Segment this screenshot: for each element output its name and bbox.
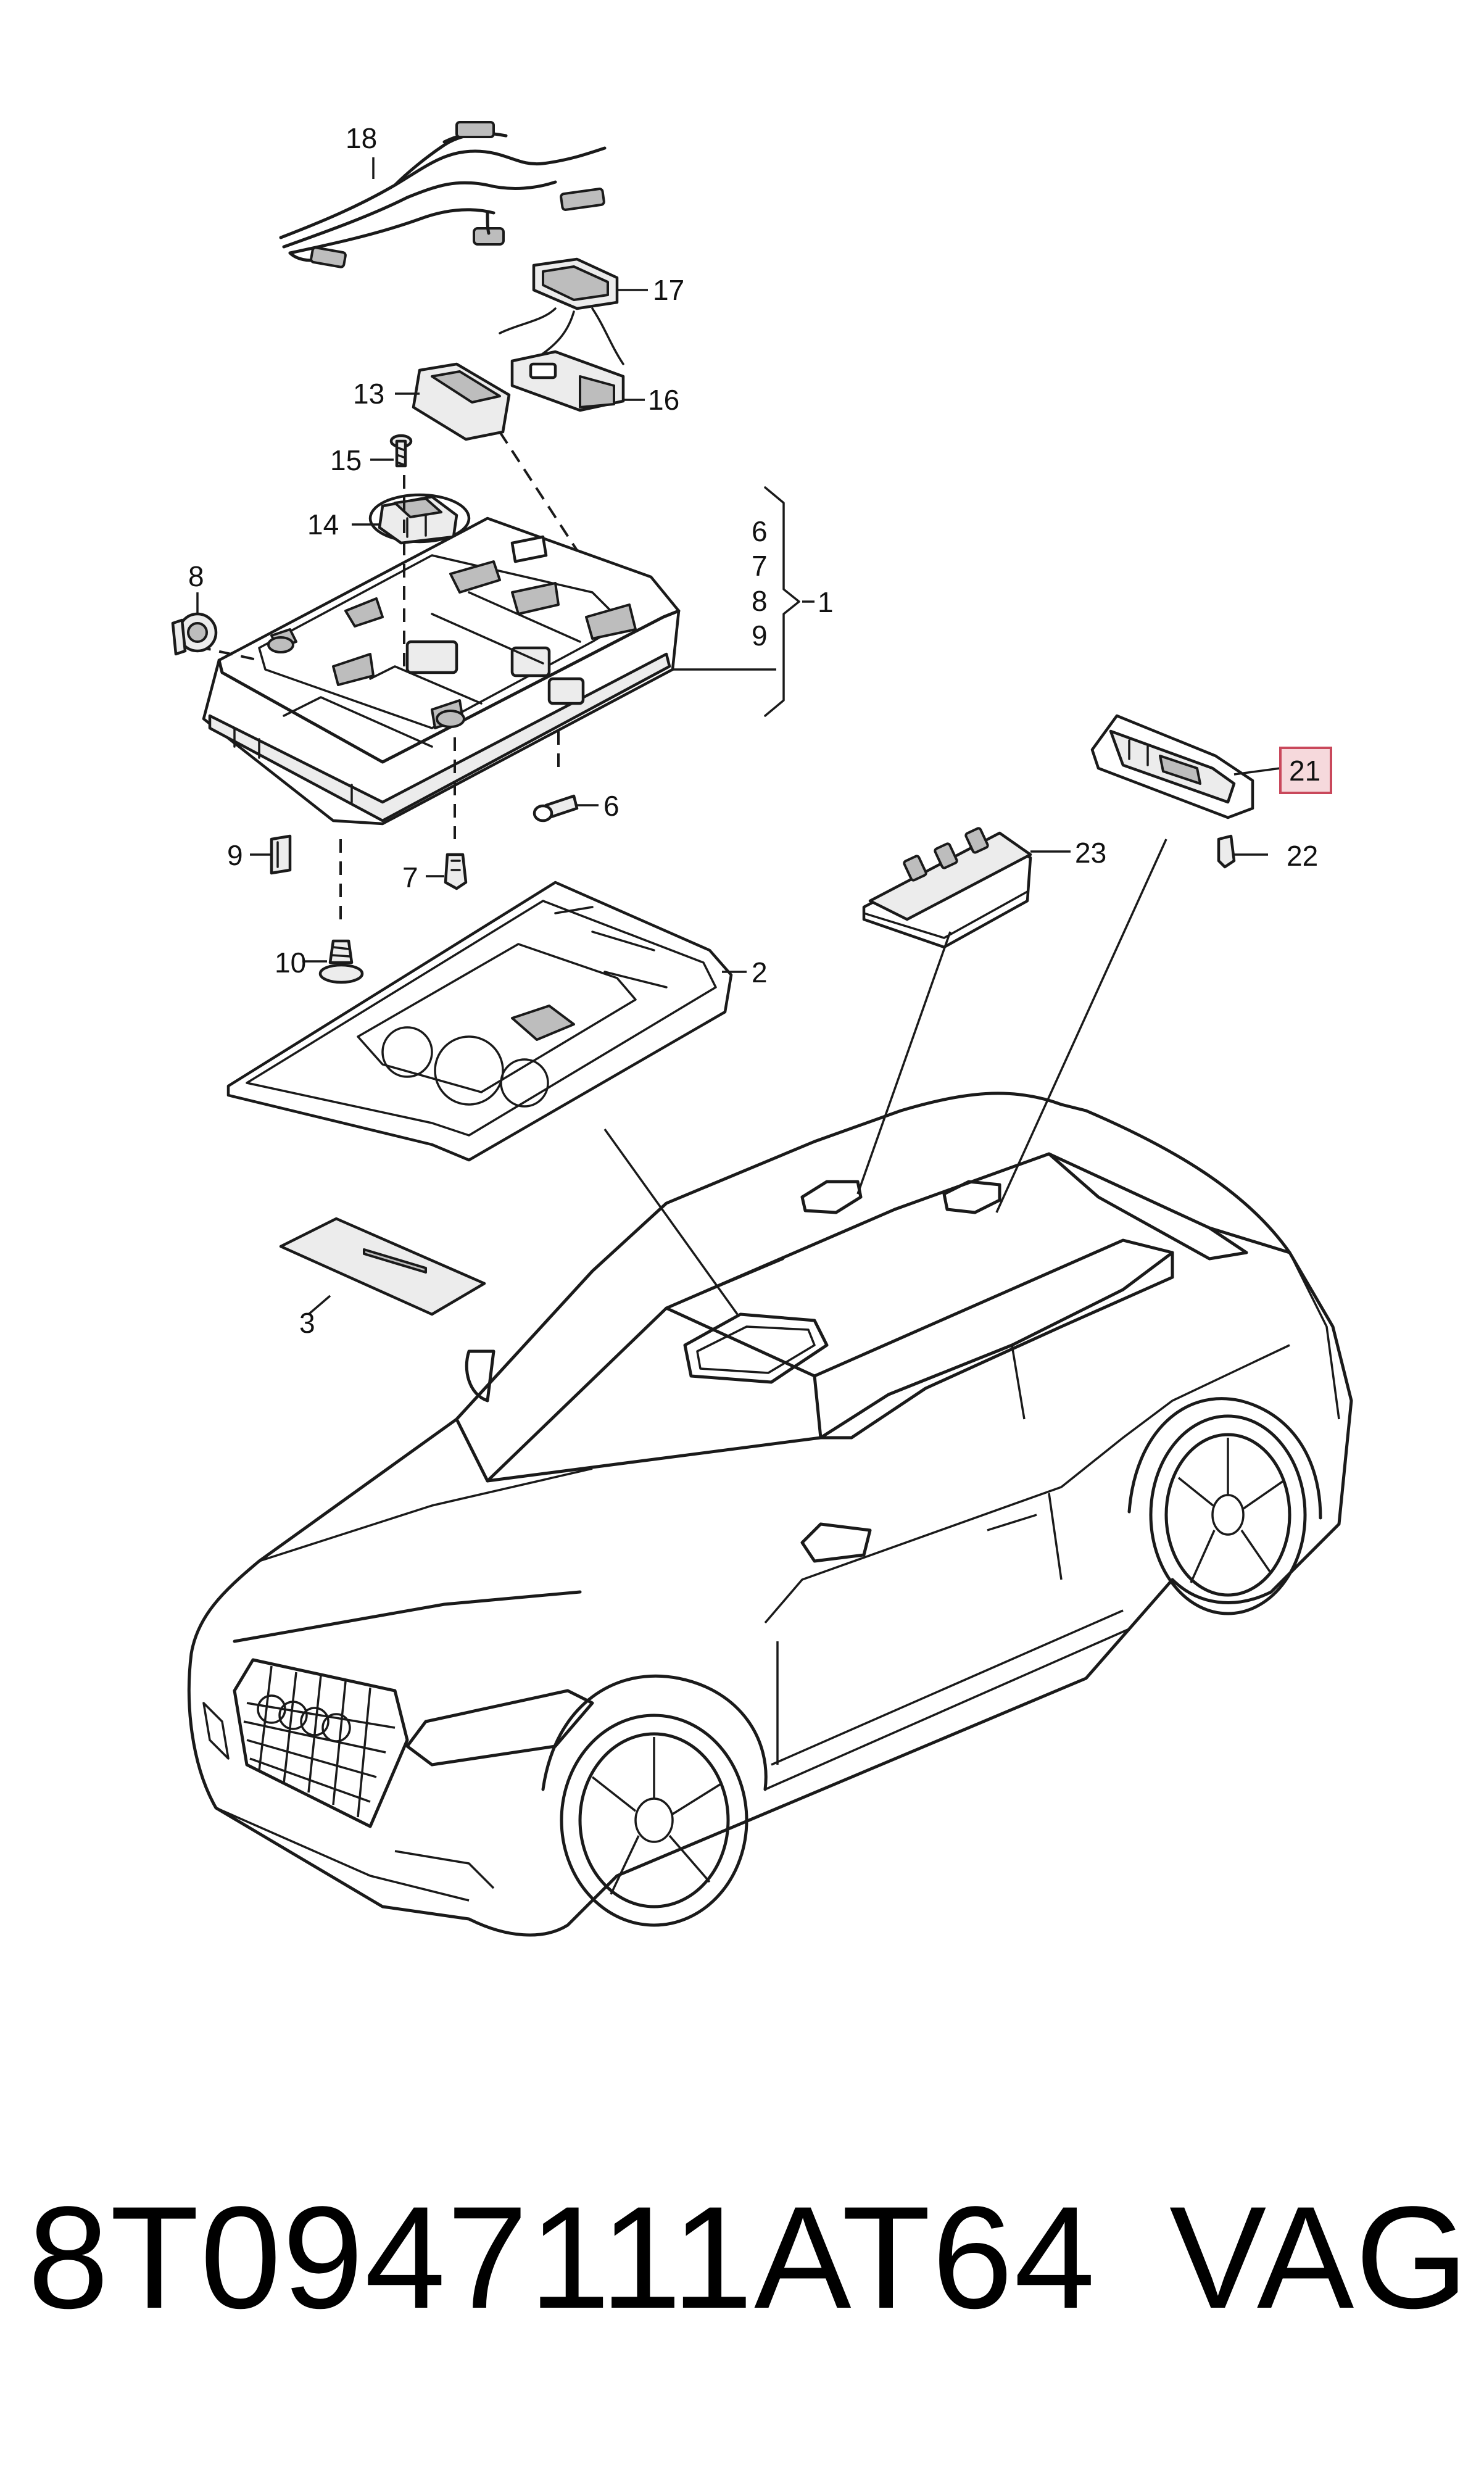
bulb-22 <box>1217 834 1268 869</box>
switch-module-17 <box>499 257 648 365</box>
interior-light-21 <box>1090 714 1281 819</box>
callout-1: 1 <box>818 586 834 618</box>
callout-2: 2 <box>752 956 768 988</box>
callout-17: 17 <box>653 274 684 306</box>
callout-3: 3 <box>299 1307 315 1339</box>
brand-label: VAG <box>1169 2176 1470 2339</box>
callout-9-group: 9 <box>752 620 768 652</box>
wiring-harness-18 <box>279 121 607 268</box>
leader-23-to-car <box>856 931 951 1195</box>
group-bracket-1 <box>673 486 815 717</box>
bulb-6 <box>533 794 599 823</box>
callout-15: 15 <box>330 444 362 476</box>
callout-7-group: 7 <box>752 550 768 582</box>
callout-9: 9 <box>227 839 243 871</box>
headliner-trim-2 <box>226 881 747 1162</box>
screw-15 <box>370 434 413 468</box>
part-number: 8T0947111AT64 <box>28 2176 1096 2339</box>
callout-14: 14 <box>307 508 339 541</box>
callout-8-group: 8 <box>752 585 768 617</box>
callout-23: 23 <box>1075 837 1106 869</box>
switch-module-16 <box>510 350 645 412</box>
rivet-10 <box>302 939 364 984</box>
leader-2-to-car <box>603 1128 739 1316</box>
car-illustration <box>187 1092 1353 1937</box>
callout-6-group: 6 <box>752 515 768 547</box>
callout-8: 8 <box>188 560 204 592</box>
callout-6: 6 <box>603 790 620 822</box>
clip-9 <box>250 834 292 875</box>
leader-21-to-car <box>995 839 1167 1213</box>
control-unit-13 <box>395 362 594 575</box>
clip-7 <box>426 853 468 890</box>
roof-module-housing-1 <box>202 516 681 826</box>
callout-21: 21 <box>1289 755 1320 787</box>
callout-18: 18 <box>346 122 377 154</box>
callout-22: 22 <box>1287 840 1318 872</box>
lamp-holder-8 <box>171 592 218 656</box>
switch-unit-23 <box>862 827 1071 949</box>
callout-7: 7 <box>402 861 418 893</box>
sensor-14 <box>352 493 471 545</box>
pad-3 <box>279 1217 486 1316</box>
callout-13: 13 <box>353 378 384 410</box>
callout-10: 10 <box>275 947 306 979</box>
highlight-box-21 <box>1279 747 1332 794</box>
callout-16: 16 <box>648 384 679 416</box>
